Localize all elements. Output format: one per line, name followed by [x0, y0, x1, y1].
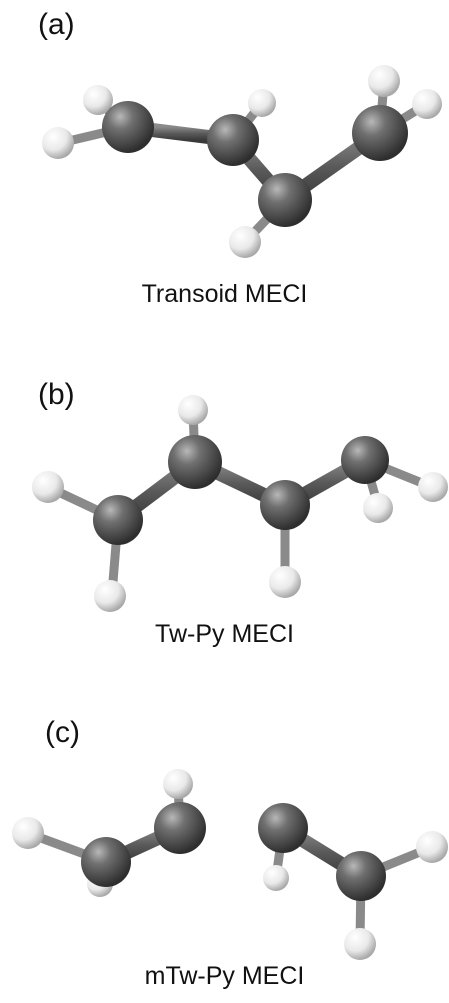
hydrogen-atom [248, 89, 276, 117]
hydrogen-atom [94, 580, 126, 612]
hydrogen-atom [416, 831, 448, 863]
carbon-atom [102, 101, 154, 153]
hydrogen-atom [32, 471, 64, 503]
hydrogen-atom [163, 769, 193, 799]
hydrogen-atom [344, 928, 376, 960]
hydrogen-atom [83, 85, 113, 115]
carbon-atom [258, 173, 312, 227]
panel-c: (c) mTw-Py MECI [0, 666, 449, 1003]
carbon-atom [352, 105, 408, 161]
molecule-mtw-py [12, 769, 448, 960]
molecule-transoid [42, 65, 442, 258]
carbon-atom [154, 802, 206, 854]
caption-b: Tw-Py MECI [155, 620, 294, 648]
carbon-atom [93, 495, 143, 545]
panel-label-a: (a) [38, 8, 75, 41]
carbon-atom [258, 803, 308, 853]
panel-a: (a) Transoid MECI [0, 0, 449, 330]
hydrogen-atom [363, 493, 393, 523]
panel-label-b: (b) [38, 378, 75, 411]
carbon-atom [168, 435, 222, 489]
hydrogen-atom [42, 127, 74, 159]
hydrogen-atom [263, 865, 289, 891]
hydrogen-atom [229, 226, 261, 258]
hydrogen-atom [412, 89, 442, 119]
caption-a: Transoid MECI [141, 280, 308, 308]
carbon-atom [341, 436, 389, 484]
caption-c: mTw-Py MECI [144, 962, 305, 990]
hydrogen-atom [418, 472, 448, 502]
carbon-atom [336, 851, 386, 901]
carbon-atom [260, 480, 310, 530]
molecule-tw-py [32, 395, 448, 612]
panel-label-c: (c) [45, 716, 80, 749]
carbon-atom [207, 114, 259, 166]
carbon-atom [81, 837, 131, 887]
hydrogen-atom [368, 65, 400, 97]
panel-b: (b) Tw-Py MECI [0, 330, 449, 666]
hydrogen-atom [269, 566, 301, 598]
hydrogen-atom [178, 395, 208, 425]
hydrogen-atom [12, 817, 44, 849]
